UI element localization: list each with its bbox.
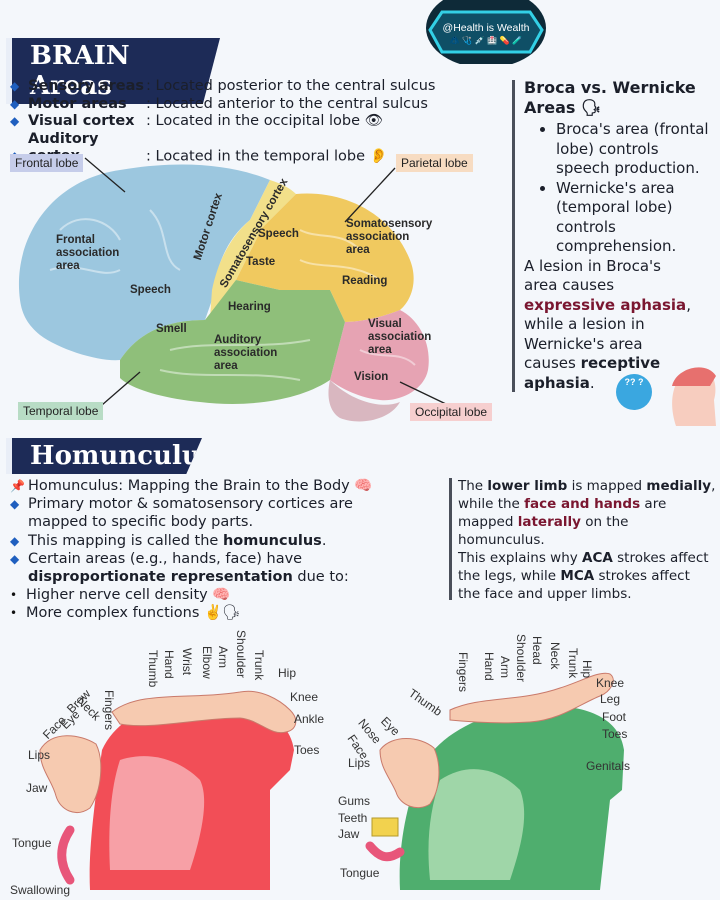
badge-hexagon-icon (426, 0, 546, 64)
temporal-lobe-region (120, 280, 345, 404)
receptive-aphasia: receptive aphasia (524, 354, 661, 392)
auditory-association-label: Auditory association area (214, 334, 278, 372)
sensory-label-hip: Hip (580, 660, 594, 679)
sensory-label-neck: Neck (548, 642, 562, 670)
motor-label-wrist: Wrist (180, 648, 194, 676)
motor-label-elbow: Elbow (200, 646, 214, 679)
sensory-tongue (365, 841, 405, 862)
sensory-label-toes: Toes (602, 727, 628, 741)
occipital-lobe-region (330, 310, 429, 401)
brain-bullet: ◆Sensory areas: Located posterior to the… (10, 78, 436, 94)
aphasia-paragraph: A lesion in Broca's area causes expressi… (524, 256, 691, 392)
smell-label: Smell (156, 323, 187, 335)
frontal-lobe-region (18, 164, 270, 361)
parietal-lobe-tag: Parietal lobe (396, 154, 473, 172)
diamond-icon: ◆ (10, 551, 20, 566)
sensory-label-jaw: Jaw (338, 827, 360, 841)
occipital-lobe-tag: Occipital lobe (410, 403, 493, 421)
badge-icons: 🧥 🩺 💉 🏥 💊 🧪 (449, 36, 523, 45)
visual-association-label: Visual association area (368, 318, 432, 356)
motor-label-trunk: Trunk (252, 650, 266, 681)
motor-label-jaw: Jaw (26, 781, 48, 795)
sensory-label-teeth: Teeth (338, 811, 368, 825)
motor-label-ankle: Ankle (294, 712, 325, 726)
broca-wernicke-list: Broca's area (frontal lobe) controls spe… (524, 120, 714, 257)
temporal-lobe-tag: Temporal lobe (18, 402, 104, 420)
question-bubble-text: ?? ? (624, 377, 644, 387)
motor-label-hand: Hand (162, 650, 176, 679)
sensory-figure (449, 672, 614, 724)
broca-wernicke-panel: Broca vs. Wernicke Areas 🗣 Broca's area … (524, 78, 714, 393)
brain-bullet: ◆Motor areas: Located anterior to the ce… (10, 95, 428, 112)
motor-label-shoulder: Shoulder (234, 630, 248, 679)
brain-bullet-list: ◆Sensory areas: Located posterior to the… (10, 78, 510, 166)
panel-divider (512, 80, 515, 392)
speech-label-2: Speech (130, 284, 171, 296)
sensory-label-lips: Lips (348, 756, 371, 770)
sensory-label-head: Head (530, 636, 544, 665)
parietal-lobe-region (236, 193, 414, 322)
diamond-icon: ◆ (10, 114, 20, 128)
motor-figure (111, 690, 297, 734)
reading-label: Reading (342, 275, 388, 287)
motor-cortex-region (210, 180, 296, 318)
sensory-label-genitals: Genitals (586, 759, 631, 773)
diamond-icon: ◆ (10, 497, 20, 512)
sensory-homunculus-diagram (365, 672, 624, 890)
bullet-dot: • (10, 588, 18, 603)
sensory-label-gums: Gums (338, 794, 371, 808)
brain-diagram (18, 157, 449, 422)
speech-label-1: Speech (258, 228, 299, 240)
pin-icon: 📌 (10, 479, 25, 493)
sensory-label-leg: Leg (600, 692, 621, 706)
homunculus-title: Homunculus (6, 438, 202, 474)
teeth-icon (371, 817, 399, 837)
brain-bullet: ◆Visual cortex: Located in the occipital… (10, 113, 384, 129)
motor-label-fingers: Fingers (102, 690, 116, 731)
sensory-label-arm: Arm (498, 656, 512, 678)
motor-label-tongue: Tongue (12, 836, 52, 850)
motor-label-lips: Lips (28, 748, 51, 762)
taste-label: Taste (246, 256, 276, 268)
frontal-lobe-tag: Frontal lobe (10, 154, 84, 172)
thinking-head-icon (616, 367, 716, 426)
motor-tongue (57, 825, 75, 885)
sensory-face (379, 738, 440, 808)
motor-homunculus-diagram (39, 690, 297, 890)
motor-face (39, 735, 102, 813)
sensory-label-fingers: Fingers (456, 652, 470, 693)
brain-areas-title: BRAIN Areas (6, 38, 220, 104)
badge-text: @Health is Wealth (442, 22, 530, 34)
diamond-icon: ◆ (10, 533, 20, 548)
bullet-dot: • (10, 606, 18, 621)
hearing-label: Hearing (228, 301, 271, 313)
broca-item: Broca's area (frontal lobe) controls spe… (556, 120, 714, 179)
motor-label-thumb: Thumb (146, 650, 160, 688)
sensory-label-trunk: Trunk (566, 648, 580, 679)
homunculus-bullet-list: 📌Homunculus: Mapping the Brain to the Bo… (10, 478, 373, 622)
mapping-note: The lower limb is mapped medially, while… (458, 478, 716, 602)
cerebellum-region (328, 380, 400, 422)
sensory-label-knee: Knee (596, 676, 625, 690)
diamond-icon: ◆ (10, 79, 20, 93)
motor-label-hip: Hip (278, 666, 297, 680)
motor-label-knee: Knee (290, 690, 319, 704)
health-badge: @Health is Wealth 🧥 🩺 💉 🏥 💊 🧪 (422, 0, 550, 64)
note-divider (449, 478, 452, 600)
sensory-label-hand: Hand (482, 652, 496, 681)
motor-label-swallowing: Swallowing (10, 883, 71, 897)
somatosensory-association-label: Somatosensory association area (346, 218, 433, 256)
frontal-association-label: Frontal association area (56, 234, 120, 272)
broca-wernicke-title: Broca vs. Wernicke Areas 🗣 (524, 78, 696, 117)
wernicke-item: Wernicke's area (temporal lobe) controls… (556, 179, 714, 257)
sensory-label-shoulder: Shoulder (514, 634, 528, 683)
sensory-label-tongue: Tongue (340, 866, 380, 880)
motor-label-toes: Toes (294, 743, 320, 757)
diamond-icon: ◆ (10, 96, 20, 111)
vision-label: Vision (354, 371, 389, 383)
sensory-label-foot: Foot (602, 710, 627, 724)
motor-label-arm: Arm (216, 646, 230, 668)
